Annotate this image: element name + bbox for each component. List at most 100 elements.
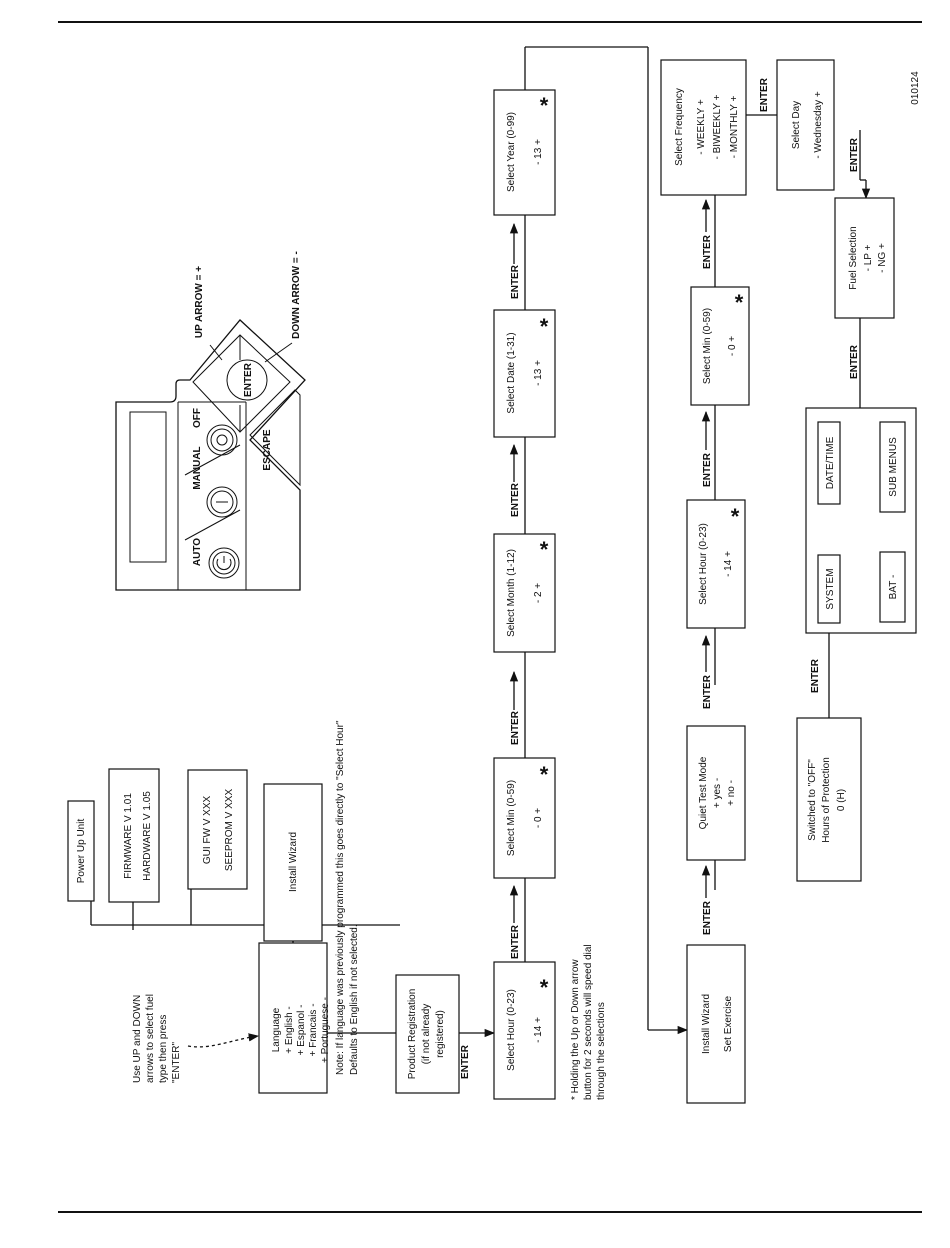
enter-label-fuel: ENTER xyxy=(849,137,860,172)
svg-text:ENTER: ENTER xyxy=(702,452,713,487)
svg-text:- 13 +: - 13 + xyxy=(533,139,544,165)
row1-select-year: Select Year (0-99) - 13 + * xyxy=(493,89,556,216)
svg-text:Install Wizard: Install Wizard xyxy=(701,994,712,1054)
svg-text:SYSTEM: SYSTEM xyxy=(825,568,836,609)
svg-text:Select Month (1-12): Select Month (1-12) xyxy=(506,549,517,637)
svg-text:Select Year (0-99): Select Year (0-99) xyxy=(506,112,517,192)
footnote-text: * Holding the Up or Down arrow button fo… xyxy=(570,944,607,1100)
enter-label-screen: ENTER xyxy=(849,344,860,379)
svg-text:- 0 +: - 0 + xyxy=(533,808,544,828)
connectors xyxy=(90,46,871,1075)
enter-arrow-r1-3: ENTER xyxy=(509,443,521,517)
firmware-box: FIRMWARE V 1.01 HARDWARE V 1.05 xyxy=(108,768,160,903)
svg-text:"ENTER": "ENTER" xyxy=(171,1042,182,1083)
control-panel-illustration: AUTO MANUAL OFF ESCAPE xyxy=(115,251,306,591)
svg-text:Select Day: Select Day xyxy=(791,101,802,149)
svg-text:Select Min (0-59): Select Min (0-59) xyxy=(702,308,713,384)
gui-box: GUI FW V XXX SEEPROM V XXX xyxy=(187,769,248,890)
svg-text:+ no -: + no - xyxy=(726,780,737,806)
svg-text:Fuel Selection: Fuel Selection xyxy=(848,226,859,289)
note-text: Note: If language was previously program… xyxy=(335,720,360,1075)
svg-text:SEEPROM V XXX: SEEPROM V XXX xyxy=(224,789,235,872)
svg-text:ENTER: ENTER xyxy=(702,234,713,269)
product-registration-box: Product Registration (if not already reg… xyxy=(395,974,460,1094)
enter-arrow-r1-2: ENTER xyxy=(509,670,521,745)
svg-text:Select Frequency: Select Frequency xyxy=(674,88,685,166)
enter-label-product: ENTER xyxy=(460,1044,471,1079)
enter-arrow-r1-1: ENTER xyxy=(509,884,521,959)
panel-manual-label: MANUAL xyxy=(192,446,203,489)
up-arrow-label: UP ARROW = + xyxy=(194,266,205,338)
svg-text:Select Min (0-59): Select Min (0-59) xyxy=(506,780,517,856)
svg-text:ENTER: ENTER xyxy=(510,710,521,745)
panel-auto-label: AUTO xyxy=(192,538,203,566)
svg-text:Select Hour (0-23): Select Hour (0-23) xyxy=(698,523,709,605)
svg-text:Quiet Test Mode: Quiet Test Mode xyxy=(698,756,709,829)
power-up-box: Power Up Unit xyxy=(67,800,95,902)
svg-text:Defaults to English if not sel: Defaults to English if not selected. xyxy=(349,924,360,1075)
svg-text:type then press: type then press xyxy=(158,1015,169,1083)
wizard-exercise-box: Install Wizard Set Exercise xyxy=(686,944,746,1104)
auto-button[interactable] xyxy=(208,547,240,579)
svg-text:BAT -: BAT - xyxy=(888,575,899,600)
off-button[interactable] xyxy=(206,424,238,456)
svg-text:ENTER: ENTER xyxy=(759,77,770,112)
screen-datetime-label: DATE/TIME xyxy=(817,421,841,505)
svg-text:- WEEKLY +: - WEEKLY + xyxy=(696,99,707,155)
row1-select-hour: Select Hour (0-23) - 14 + * xyxy=(493,961,556,1100)
screen-system-label: SYSTEM xyxy=(817,554,841,624)
row2-select-hour: Select Hour (0-23) - 14 + * xyxy=(686,499,746,629)
svg-text:(if not already: (if not already xyxy=(421,1004,432,1065)
row2-select-min: Select Min (0-59) - 0 + * xyxy=(690,286,750,406)
svg-text:Set Exercise: Set Exercise xyxy=(723,995,734,1052)
svg-text:Install Wizard: Install Wizard xyxy=(288,832,299,892)
svg-text:+ English -: + English - xyxy=(284,1006,295,1054)
row1-select-date: Select Date (1-31) - 13 + * xyxy=(493,309,556,438)
svg-text:Product Registration: Product Registration xyxy=(407,989,418,1080)
enter-label-day: ENTER xyxy=(759,77,770,112)
svg-text:Use UP and DOWN: Use UP and DOWN xyxy=(132,995,143,1083)
svg-text:*: * xyxy=(540,314,549,339)
manual-button[interactable] xyxy=(206,486,238,518)
svg-text:ENTER: ENTER xyxy=(243,362,254,397)
fuel-selection-box: Fuel Selection - LP + - NG + xyxy=(834,197,895,319)
svg-text:Hours of Protection: Hours of Protection xyxy=(821,757,832,843)
row1-select-min: Select Min (0-59) - 0 + * xyxy=(493,757,556,879)
document-id: 010124 xyxy=(910,71,921,105)
svg-text:Switched to "OFF": Switched to "OFF" xyxy=(807,759,818,841)
svg-text:+ Francais -: + Francais - xyxy=(308,1003,319,1056)
svg-text:*: * xyxy=(735,290,744,315)
svg-text:ENTER: ENTER xyxy=(810,658,821,693)
svg-text:GUI FW V XXX: GUI FW V XXX xyxy=(202,796,213,865)
svg-text:+ Espanol -: + Espanol - xyxy=(296,1005,307,1056)
enter-arrow-r2-1: ENTER xyxy=(701,864,713,935)
svg-text:ENTER: ENTER xyxy=(460,1044,471,1079)
quiet-test-box: Quiet Test Mode + yes - + no - xyxy=(686,725,746,861)
svg-text:through the selections: through the selections xyxy=(596,1002,607,1100)
svg-text:- 2 +: - 2 + xyxy=(533,583,544,603)
svg-text:arrows to select fuel: arrows to select fuel xyxy=(145,994,156,1083)
svg-text:ENTER: ENTER xyxy=(510,482,521,517)
screen-bat-label: BAT - xyxy=(879,551,906,623)
install-wizard-box: Install Wizard xyxy=(263,783,323,942)
svg-text:DATE/TIME: DATE/TIME xyxy=(825,436,836,489)
svg-text:ENTER: ENTER xyxy=(510,264,521,299)
svg-text:- Wednesday +: - Wednesday + xyxy=(813,91,824,159)
enter-arrow-r2-4: ENTER xyxy=(701,198,713,269)
escape-button[interactable]: ESCAPE xyxy=(249,389,301,487)
svg-text:ENTER: ENTER xyxy=(702,900,713,935)
frequency-box: Select Frequency - WEEKLY + - BIWEEKLY +… xyxy=(660,59,747,196)
svg-text:+ yes -: + yes - xyxy=(712,778,723,808)
svg-text:- MONTHLY +: - MONTHLY + xyxy=(729,95,740,158)
svg-text:Note: If language was previous: Note: If language was previously program… xyxy=(335,720,346,1075)
svg-text:0 (H): 0 (H) xyxy=(836,789,847,811)
svg-text:FIRMWARE V 1.01: FIRMWARE V 1.01 xyxy=(123,793,134,879)
svg-text:+ Portuguese -: + Portuguese - xyxy=(320,997,331,1063)
svg-text:*: * xyxy=(540,537,549,562)
svg-text:* Holding the Up or Down arro: * Holding the Up or Down arrow xyxy=(570,959,581,1100)
svg-text:- 14 +: - 14 + xyxy=(533,1017,544,1043)
svg-text:- 0 +: - 0 + xyxy=(727,336,738,356)
enter-key[interactable]: ENTER xyxy=(226,359,268,401)
enter-arrow-r1-4: ENTER xyxy=(509,222,521,299)
